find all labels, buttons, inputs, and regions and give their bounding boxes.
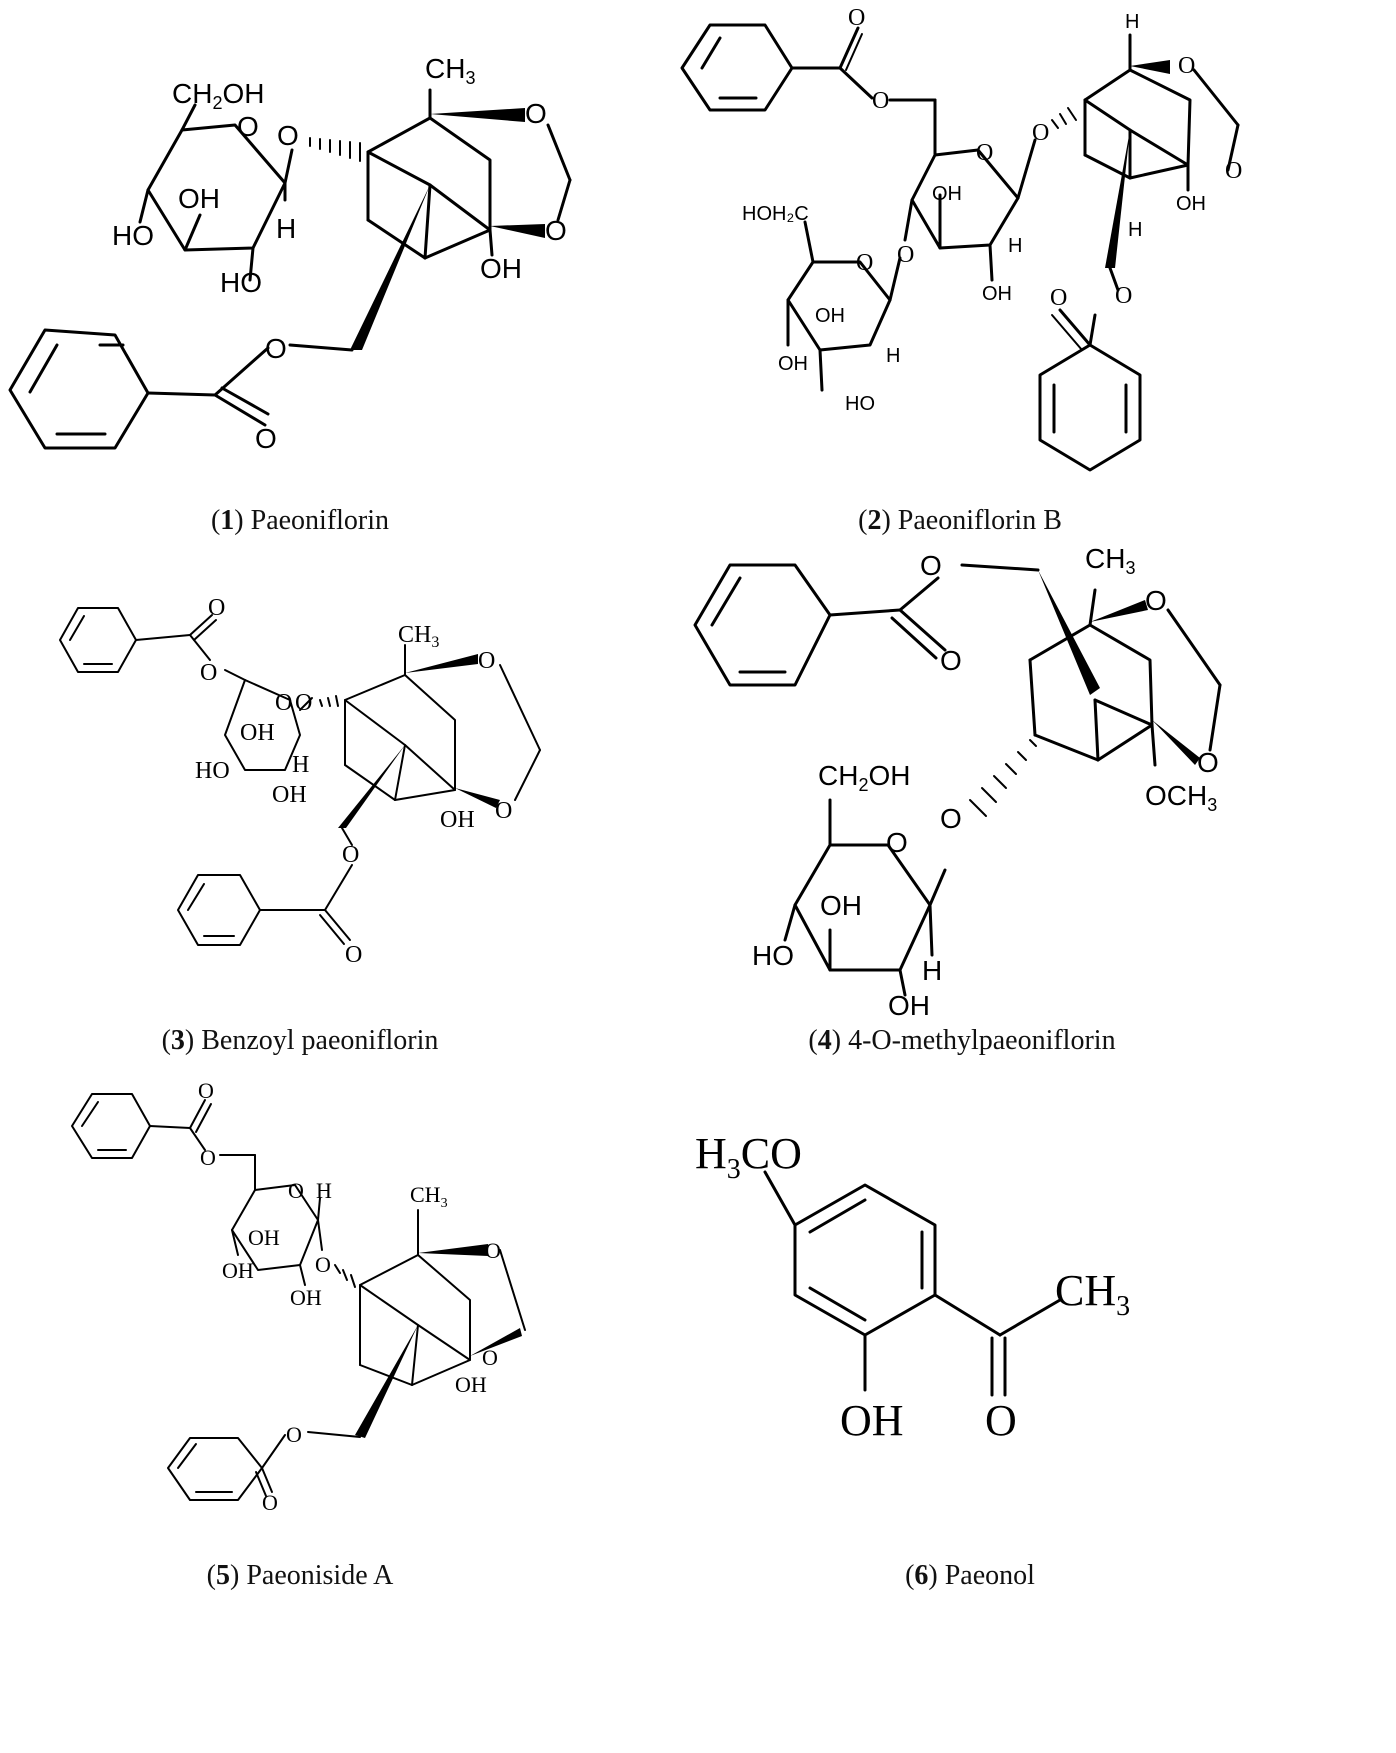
- svg-text:HO: HO: [195, 758, 230, 784]
- svg-text:O: O: [976, 140, 993, 166]
- svg-text:O: O: [200, 660, 217, 686]
- svg-text:O: O: [940, 803, 962, 834]
- svg-text:O: O: [208, 595, 225, 621]
- svg-text:O: O: [478, 648, 495, 674]
- svg-text:CH2OH: CH2OH: [172, 78, 264, 113]
- svg-text:O: O: [295, 690, 312, 716]
- svg-text:O: O: [495, 798, 512, 824]
- svg-text:O: O: [872, 88, 889, 114]
- svg-text:O: O: [485, 1238, 501, 1263]
- svg-text:OH: OH: [178, 183, 220, 214]
- paeoniflorin-diagram: CH3 CH2OH O O O O OH HO HO H OH O O: [8, 53, 572, 454]
- svg-text:HO: HO: [845, 393, 875, 415]
- svg-text:OH: OH: [840, 1396, 904, 1445]
- svg-text:H: H: [922, 955, 942, 986]
- svg-text:OH: OH: [778, 353, 808, 375]
- svg-text:H3CO: H3CO: [695, 1129, 802, 1185]
- svg-text:O: O: [545, 215, 567, 246]
- svg-text:O: O: [265, 333, 287, 364]
- svg-text:OH: OH: [290, 1285, 322, 1310]
- svg-text:O: O: [1050, 285, 1067, 311]
- svg-text:O: O: [237, 111, 259, 142]
- svg-text:OH: OH: [1176, 193, 1206, 215]
- svg-text:OH: OH: [815, 305, 845, 327]
- 4-o-methylpaeoniflorin-diagram: O O CH3 O O OCH3 CH2OH O O OH HO H OH: [693, 543, 1222, 1021]
- svg-text:H: H: [1008, 235, 1022, 257]
- svg-text:O: O: [262, 1490, 278, 1515]
- svg-text:OCH3: OCH3: [1145, 780, 1217, 815]
- svg-text:O: O: [920, 550, 942, 581]
- svg-text:H: H: [1128, 219, 1142, 241]
- svg-text:CH2OH: CH2OH: [818, 760, 910, 795]
- svg-text:OH: OH: [982, 283, 1012, 305]
- svg-text:O: O: [315, 1252, 331, 1277]
- benzoyl-paeoniflorin-diagram: O O O O OH HO H OH CH3 O O OH O O: [59, 595, 541, 968]
- svg-text:O: O: [886, 827, 908, 858]
- svg-text:H: H: [276, 213, 296, 244]
- svg-text:HOH₂C: HOH₂C: [742, 203, 809, 225]
- svg-text:OH: OH: [272, 782, 307, 808]
- svg-text:OH: OH: [888, 990, 930, 1021]
- svg-text:O: O: [1145, 585, 1167, 616]
- svg-text:OH: OH: [240, 720, 275, 746]
- svg-text:OH: OH: [248, 1225, 280, 1250]
- svg-text:O: O: [342, 842, 359, 868]
- svg-text:O: O: [288, 1178, 304, 1203]
- structure-paeoniflorin: CH3 CH2OH O O O O OH HO HO H OH O O (1) …: [0, 0, 700, 536]
- svg-text:H: H: [292, 752, 309, 778]
- svg-text:CH3: CH3: [398, 622, 439, 651]
- svg-text:O: O: [255, 423, 277, 454]
- caption-compound-2: (2) Paeoniflorin B: [858, 505, 1062, 536]
- svg-text:OH: OH: [440, 807, 475, 833]
- svg-text:OH: OH: [455, 1372, 487, 1397]
- svg-text:H: H: [316, 1178, 332, 1203]
- svg-text:CH3: CH3: [1055, 1266, 1130, 1322]
- svg-text:O: O: [856, 250, 873, 276]
- svg-text:CH3: CH3: [410, 1182, 448, 1211]
- svg-text:O: O: [1178, 53, 1195, 79]
- paeoniside-a-diagram: O O O H OH OH OH O CH3 O O OH O O: [71, 1078, 526, 1515]
- svg-text:O: O: [897, 242, 914, 268]
- svg-text:O: O: [345, 942, 362, 968]
- caption-compound-4: (4) 4-O-methylpaeoniflorin: [808, 1025, 1116, 1056]
- svg-text:HO: HO: [752, 940, 794, 971]
- svg-text:O: O: [940, 645, 962, 676]
- structure-benzoyl-paeoniflorin: O O O O OH HO H OH CH3 O O OH O O (3) Be…: [0, 560, 700, 1080]
- svg-text:O: O: [848, 5, 865, 31]
- svg-text:O: O: [1032, 120, 1049, 146]
- svg-text:OH: OH: [480, 253, 522, 284]
- svg-text:O: O: [286, 1422, 302, 1447]
- svg-text:H: H: [886, 345, 900, 367]
- svg-text:OH: OH: [222, 1258, 254, 1283]
- svg-text:CH3: CH3: [425, 53, 475, 88]
- structure-paeoniflorin-b: O O O O OH H OH HOH₂C O O OH OH H HO H O…: [680, 0, 1396, 560]
- svg-text:O: O: [985, 1396, 1017, 1445]
- svg-text:CH3: CH3: [1085, 543, 1135, 578]
- svg-text:O: O: [1197, 747, 1219, 778]
- structure-paeoniside-a: O O O H OH OH OH O CH3 O O OH O O (5) Pa…: [0, 1078, 700, 1753]
- svg-text:H: H: [1125, 11, 1139, 33]
- svg-text:OH: OH: [932, 183, 962, 205]
- svg-text:O: O: [275, 690, 292, 716]
- svg-text:HO: HO: [112, 220, 154, 251]
- structure-paeonol: H3CO CH3 OH O (6) Paeonol: [695, 1080, 1396, 1753]
- svg-text:OH: OH: [820, 890, 862, 921]
- svg-text:O: O: [1115, 283, 1132, 309]
- svg-text:O: O: [482, 1345, 498, 1370]
- caption-compound-5: (5) Paeoniside A: [206, 1560, 394, 1591]
- caption-compound-1: (1) Paeoniflorin: [210, 505, 390, 536]
- svg-text:O: O: [277, 120, 299, 151]
- svg-text:O: O: [1225, 158, 1242, 184]
- svg-text:HO: HO: [220, 267, 262, 298]
- caption-compound-3: (3) Benzoyl paeoniflorin: [161, 1025, 439, 1056]
- svg-text:O: O: [198, 1078, 214, 1103]
- caption-compound-6: (6) Paeonol: [905, 1560, 1035, 1591]
- svg-text:O: O: [200, 1145, 216, 1170]
- svg-text:O: O: [525, 98, 547, 129]
- paeoniflorin-b-diagram: O O O O OH H OH HOH₂C O O OH OH H HO H O…: [680, 5, 1242, 472]
- paeonol-diagram: H3CO CH3 OH O: [695, 1129, 1130, 1445]
- structure-4-o-methylpaeoniflorin: O O CH3 O O OCH3 CH2OH O O OH HO H OH (4…: [693, 543, 1396, 1080]
